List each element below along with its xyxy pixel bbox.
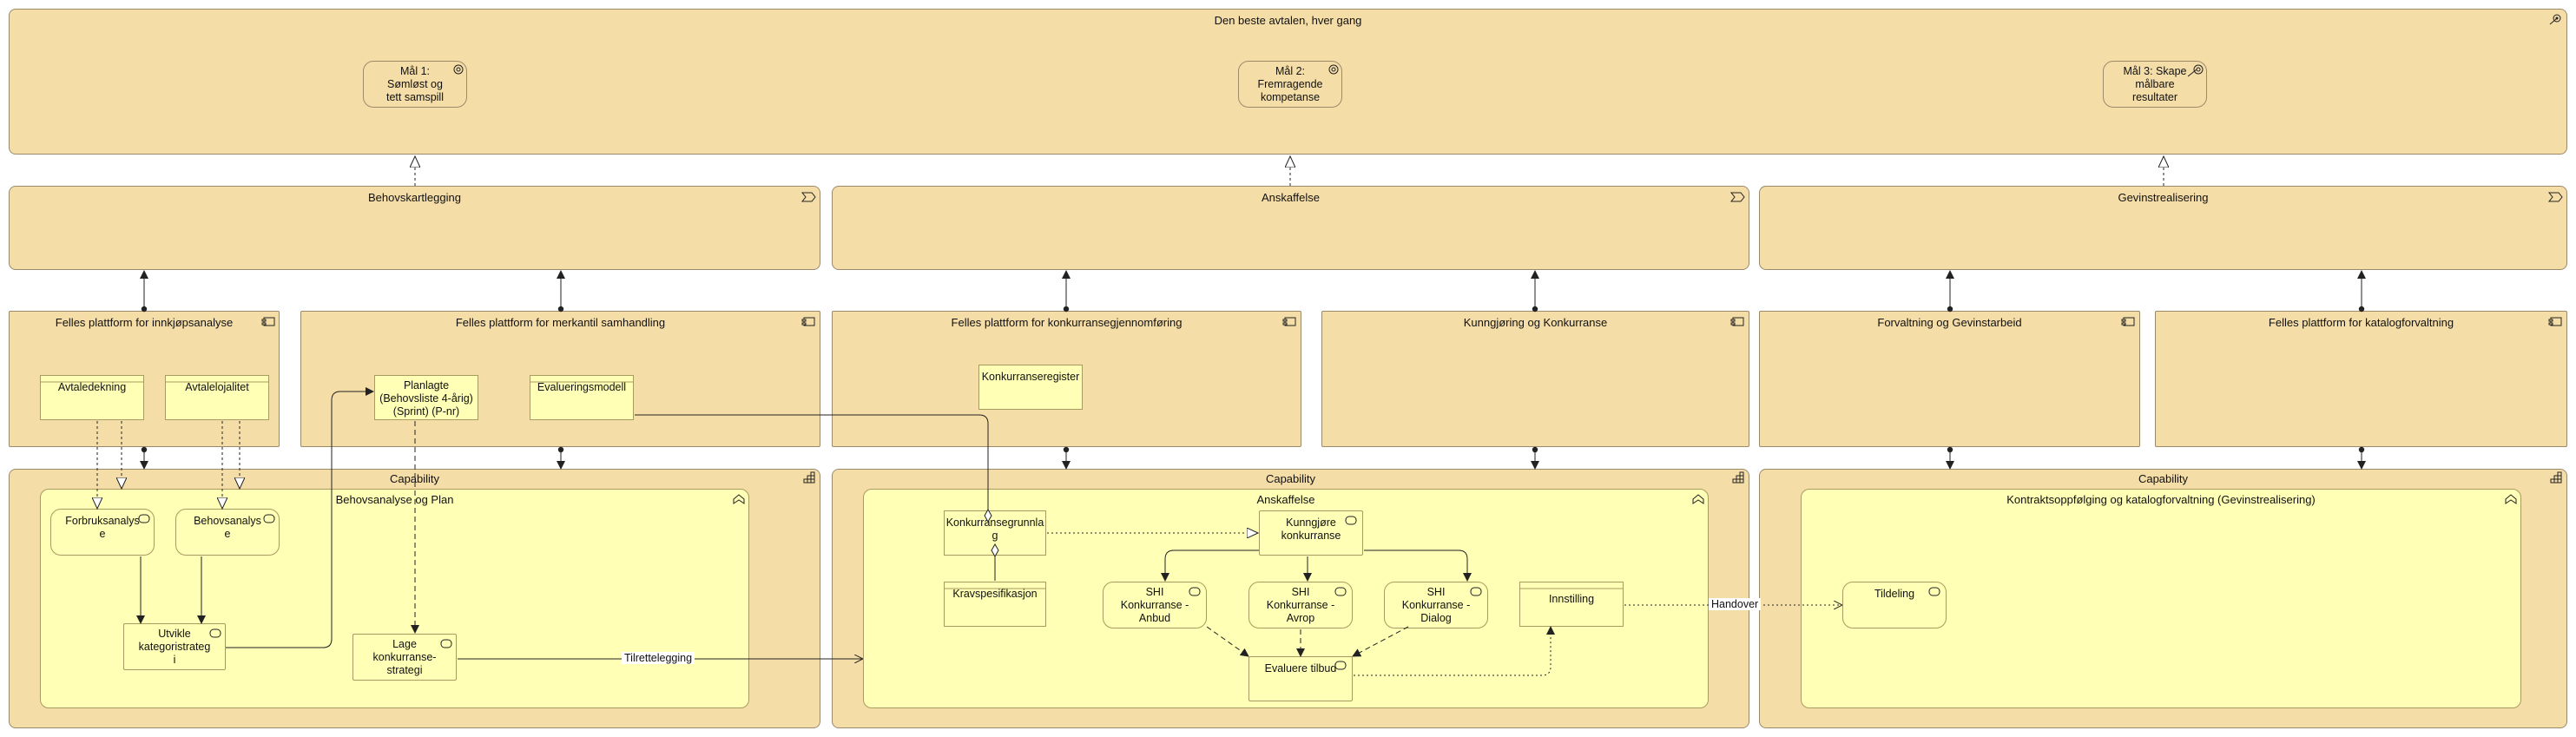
object-innstilling[interactable]: Innstilling <box>1519 582 1624 627</box>
service-icon <box>263 514 275 523</box>
capability-title: Capability <box>389 472 440 485</box>
goal-1[interactable]: Mål 1: Sømløst og tett samspill <box>363 61 467 108</box>
trigger-edge-kunngjore-anbud <box>1161 549 1259 582</box>
capability-inner-label: Kontraktsoppfølging og katalogforvaltnin… <box>2006 493 2316 506</box>
value-stream-anskaffelse[interactable]: Anskaffelse <box>832 186 1749 270</box>
function-behovsanalyse[interactable]: Behovsanalys e <box>175 509 280 556</box>
goal-target-icon <box>2549 14 2561 25</box>
app-component-evalueringsmodell[interactable]: Evalueringsmodell <box>530 375 634 420</box>
value-stream-label: Gevinstrealisering <box>2118 191 2209 204</box>
app-label: Felles plattform for konkurransegjennomf… <box>951 316 1183 329</box>
function-icon <box>733 494 745 504</box>
capability-inner-label: Anskaffelse <box>1256 493 1315 506</box>
value-stream-gevinstrealisering[interactable]: Gevinstrealisering <box>1759 186 2567 270</box>
capability-title: Capability <box>2138 472 2189 485</box>
app-component-avtaledekning[interactable]: Avtaledekning <box>40 375 144 420</box>
app-kunngjoring-konkurranse[interactable]: Kunngjøring og Konkurranse <box>1321 311 1749 447</box>
app-label: Forvaltning og Gevinstarbeid <box>1877 316 2022 329</box>
service-icon <box>1189 587 1201 596</box>
edge-label-tilrettelegging: Tilrettelegging <box>622 652 695 664</box>
value-stream-icon <box>800 192 816 202</box>
goal-container-title: Den beste avtalen, hver gang <box>1214 14 1362 27</box>
goal-icon <box>1328 64 1339 75</box>
app-label: Felles plattform for katalogforvaltning <box>2268 316 2454 329</box>
capability-icon <box>2550 471 2562 484</box>
application-icon <box>2121 317 2135 326</box>
flow-edge <box>1206 626 1249 657</box>
value-stream-label: Behovskartlegging <box>368 191 461 204</box>
service-icon <box>1928 587 1940 596</box>
service-icon <box>209 628 221 638</box>
application-icon <box>261 317 275 326</box>
function-forbruksanalyse[interactable]: Forbruksanalys e <box>50 509 155 556</box>
service-icon <box>1334 661 1347 670</box>
app-component-planlagte[interactable]: Planlagte (Behovsliste 4-årig) (Sprint) … <box>374 375 478 420</box>
process-utvikle-kategoristrategi[interactable]: Utvikle kategoristrateg i <box>123 623 226 670</box>
function-shi-anbud[interactable]: SHI Konkurranse - Anbud <box>1103 582 1207 628</box>
goal-3[interactable]: Mål 3: Skape målbare resultater <box>2103 61 2207 108</box>
function-icon <box>2505 494 2517 504</box>
app-component-avtalelojalitet[interactable]: Avtalelojalitet <box>165 375 269 420</box>
value-stream-icon <box>1729 192 1745 202</box>
trigger-edge-kunngjore-dialog <box>1364 549 1472 582</box>
service-icon <box>440 639 452 648</box>
service-icon <box>138 514 150 523</box>
app-component-konkurranseregister[interactable]: Konkurranseregister <box>978 365 1083 410</box>
flow-edge <box>1352 626 1409 657</box>
capability-inner-label: Behovsanalyse og Plan <box>335 493 454 506</box>
value-stream-behovskartlegging[interactable]: Behovskartlegging <box>9 186 820 270</box>
application-icon <box>1730 317 1744 326</box>
app-label: Felles plattform for merkantil samhandli… <box>455 316 666 329</box>
application-icon <box>801 317 815 326</box>
app-label: Kunngjøring og Konkurranse <box>1463 316 1608 329</box>
object-kravspesifikasjon[interactable]: Kravspesifikasjon <box>944 582 1046 627</box>
application-icon <box>1282 317 1296 326</box>
process-lage-konkurransestrategi[interactable]: Lage konkurranse- strategi <box>352 634 457 681</box>
process-kunngjore-konkurranse[interactable]: Kunngjøre konkurranse <box>1259 510 1363 556</box>
aggregation-edge-evalueringsmodell <box>635 414 992 523</box>
capability-title: Capability <box>1265 472 1316 485</box>
service-icon <box>1334 587 1347 596</box>
flow-edge-evaluere-innstilling <box>1354 626 1555 676</box>
service-icon <box>1470 587 1482 596</box>
goal-icon <box>2187 64 2204 77</box>
app-katalogforvaltning[interactable]: Felles plattform for katalogforvaltning <box>2155 311 2567 447</box>
value-stream-icon <box>2547 192 2563 202</box>
capability-icon <box>803 471 815 484</box>
application-icon <box>2548 317 2562 326</box>
edge-label-handover: Handover <box>1709 598 1762 610</box>
goal-2[interactable]: Mål 2: Fremragende kompetanse <box>1238 61 1342 108</box>
capability-icon <box>1732 471 1744 484</box>
trigger-edge-utvikle-planlagte <box>226 387 374 648</box>
value-stream-label: Anskaffelse <box>1262 191 1320 204</box>
goal-icon <box>453 64 464 75</box>
function-icon <box>1692 494 1704 504</box>
app-label: Felles plattform for innkjøpsanalyse <box>55 316 234 329</box>
service-icon <box>1345 516 1357 525</box>
app-forvaltning-gevinstarbeid[interactable]: Forvaltning og Gevinstarbeid <box>1759 311 2140 447</box>
